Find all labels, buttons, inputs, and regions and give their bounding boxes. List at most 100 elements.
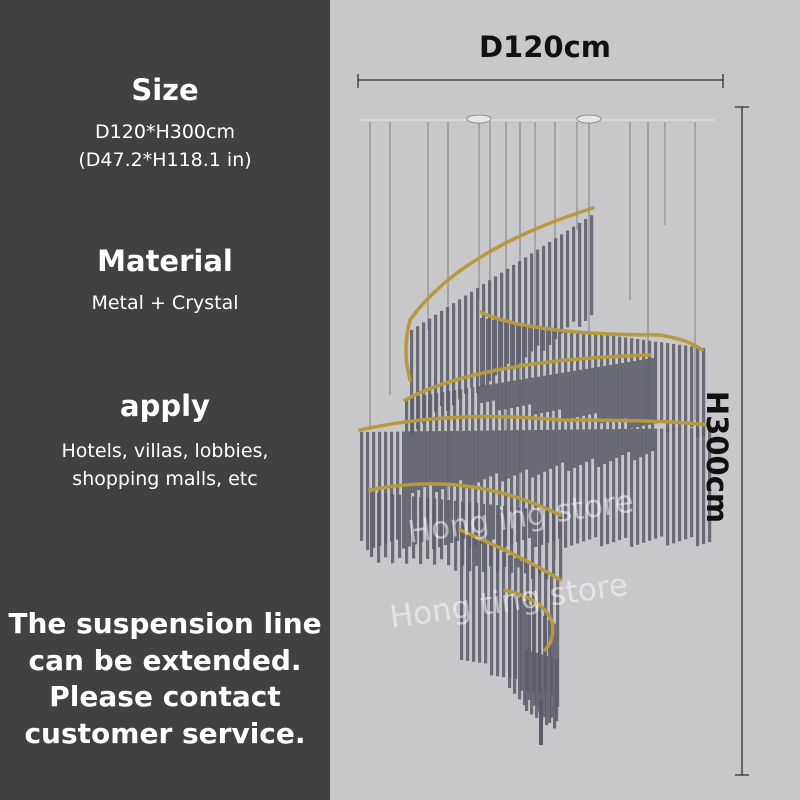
- crystal-rod: [447, 391, 451, 487]
- material-value: Metal + Crystal: [91, 292, 239, 314]
- crystal-rod: [523, 601, 527, 706]
- crystal-rod: [518, 261, 522, 364]
- crystal-rod: [504, 321, 508, 410]
- crystal-rod: [591, 367, 595, 459]
- crystal-rod: [503, 506, 507, 567]
- crystal-rod: [543, 375, 547, 472]
- crystal-rod: [516, 430, 520, 543]
- crystal-rod: [468, 502, 472, 572]
- crystal-rod: [432, 431, 436, 550]
- crystal-rod: [468, 430, 472, 548]
- crystal-rod: [458, 299, 462, 400]
- crystal-rod: [549, 374, 553, 469]
- crystal-rod: [554, 238, 558, 340]
- crystal-rod: [654, 428, 658, 539]
- crystal-rod: [540, 429, 544, 545]
- height-dimension-line: [735, 106, 749, 776]
- crystal-rod: [651, 358, 655, 452]
- crystal-rod: [558, 328, 562, 410]
- crystal-rod: [618, 429, 622, 541]
- crystal-rod: [470, 291, 474, 388]
- crystal-rod: [426, 497, 430, 559]
- crystal-rod: [519, 379, 523, 473]
- crystal-rod: [384, 493, 388, 558]
- crystal-rod: [441, 392, 445, 490]
- gold-spiral-frame: [358, 206, 710, 652]
- crystal-rod: [566, 230, 570, 328]
- crystal-rod: [600, 334, 604, 424]
- crystal-rod: [534, 325, 538, 415]
- crystal-rod: [627, 362, 631, 453]
- crystal-rod: [450, 430, 454, 543]
- crystal-rod: [405, 398, 409, 496]
- crystal-rod: [600, 429, 604, 547]
- crystal-rod: [553, 623, 557, 729]
- crystal-rod: [648, 428, 652, 541]
- crystal-rod: [672, 343, 676, 431]
- crystal-rod: [690, 346, 694, 428]
- crystal-rod: [528, 604, 532, 700]
- crystal-rod: [570, 429, 574, 546]
- crystal-rod: [666, 428, 670, 546]
- crystal-rod: [526, 563, 530, 692]
- crystal-rod: [513, 380, 517, 476]
- crystal-rod: [482, 284, 486, 388]
- crystal-rod: [502, 552, 506, 678]
- ceiling-canopy-right: [576, 114, 602, 124]
- crystal-rod: [609, 364, 613, 461]
- crystal-rod: [420, 431, 424, 543]
- crystal-rod: [594, 429, 598, 538]
- crystal-rod: [552, 327, 556, 411]
- crystal-rod: [438, 431, 442, 548]
- crystal-rod: [666, 343, 670, 433]
- crystal-rod: [440, 310, 444, 406]
- crystal-rod: [585, 368, 589, 462]
- crystal-rod: [603, 365, 607, 464]
- crystal-rod: [471, 387, 475, 486]
- crystal-rod: [482, 503, 486, 572]
- crystal-rod: [510, 506, 514, 573]
- note-line-2: can be extended.: [28, 644, 302, 677]
- crystal-rod: [696, 428, 700, 547]
- crystal-rod: [630, 338, 634, 429]
- crystal-rod: [540, 654, 544, 722]
- crystal-rod: [618, 336, 622, 420]
- crystal-rod: [612, 335, 616, 421]
- crystal-rod: [531, 508, 535, 579]
- crystal-rod: [545, 510, 549, 580]
- crystal-rod: [460, 532, 464, 660]
- crystal-rod: [606, 429, 610, 545]
- crystal-rod: [552, 429, 556, 541]
- crystal-rod: [520, 560, 524, 691]
- crystal-rod: [624, 337, 628, 419]
- crystal-rod: [507, 381, 511, 479]
- apply-heading: apply: [120, 389, 210, 423]
- crystal-rod: [504, 430, 508, 547]
- crystal-rod: [624, 428, 628, 538]
- apply-line-1: Hotels, villas, lobbies,: [61, 440, 269, 462]
- crystal-rod: [538, 612, 542, 712]
- crystal-rod: [496, 549, 500, 677]
- crystal-rod: [621, 363, 625, 456]
- crystal-rod: [582, 331, 586, 416]
- crystal-rod: [559, 511, 563, 580]
- size-imperial: (D47.2*H118.1 in): [78, 149, 252, 171]
- crystal-rod: [478, 540, 482, 663]
- crystal-rod: [564, 329, 568, 420]
- crystal-rod: [422, 322, 426, 424]
- crystal-rod: [548, 241, 552, 345]
- crystal-rod: [488, 280, 492, 382]
- note-line-1: The suspension line: [8, 607, 322, 640]
- size-metric: D120*H300cm: [95, 121, 235, 143]
- crystal-rod: [535, 653, 539, 719]
- crystal-rod: [440, 499, 444, 560]
- crystal-rod: [433, 498, 437, 565]
- crystal-rod: [560, 234, 564, 334]
- crystal-rod: [534, 430, 538, 547]
- crystal-rod: [648, 340, 652, 425]
- crystal-rod: [633, 361, 637, 461]
- crystal-rod: [564, 429, 568, 548]
- crystal-rod: [597, 366, 601, 467]
- crystal-rod: [690, 428, 694, 538]
- crystal-rod: [391, 494, 395, 564]
